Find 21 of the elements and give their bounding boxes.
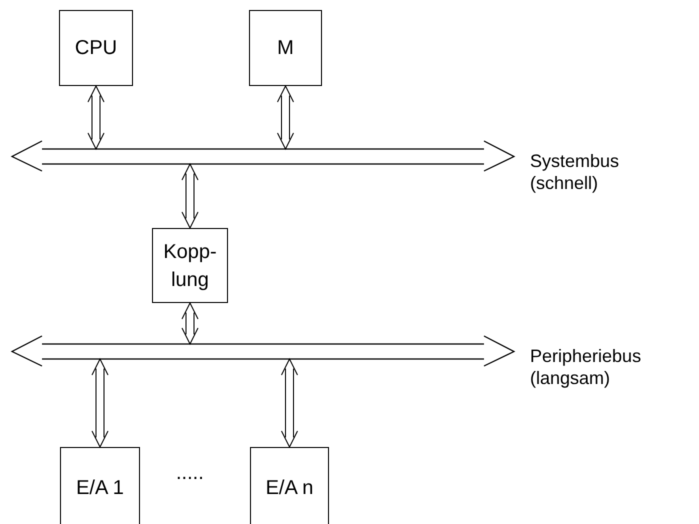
- bidirectional-bus-arrow: [182, 302, 198, 346]
- component-box: [59, 10, 133, 86]
- ellipsis-label: .....: [176, 462, 204, 485]
- component-box: [249, 10, 322, 86]
- bus-double-arrow: [10, 335, 516, 367]
- bus-caption: Systembus (schnell): [530, 150, 620, 194]
- component-label: E/A 1: [76, 476, 124, 501]
- bidirectional-bus-arrow: [277, 84, 294, 150]
- component-label: M: [277, 36, 294, 61]
- component-box: [60, 447, 140, 524]
- bidirectional-bus-arrow: [88, 84, 104, 150]
- bus-double-arrow: [10, 140, 516, 172]
- component-label: E/A n: [266, 476, 314, 501]
- component-box: [152, 228, 228, 303]
- bidirectional-bus-arrow: [281, 358, 298, 448]
- bus-caption: Peripheriebus (langsam): [530, 345, 642, 389]
- component-label: CPU: [74, 36, 118, 61]
- component-box: [250, 447, 329, 524]
- bidirectional-bus-arrow: [92, 358, 108, 448]
- bidirectional-bus-arrow: [182, 162, 198, 230]
- component-label: Kopp-lung: [162, 240, 218, 292]
